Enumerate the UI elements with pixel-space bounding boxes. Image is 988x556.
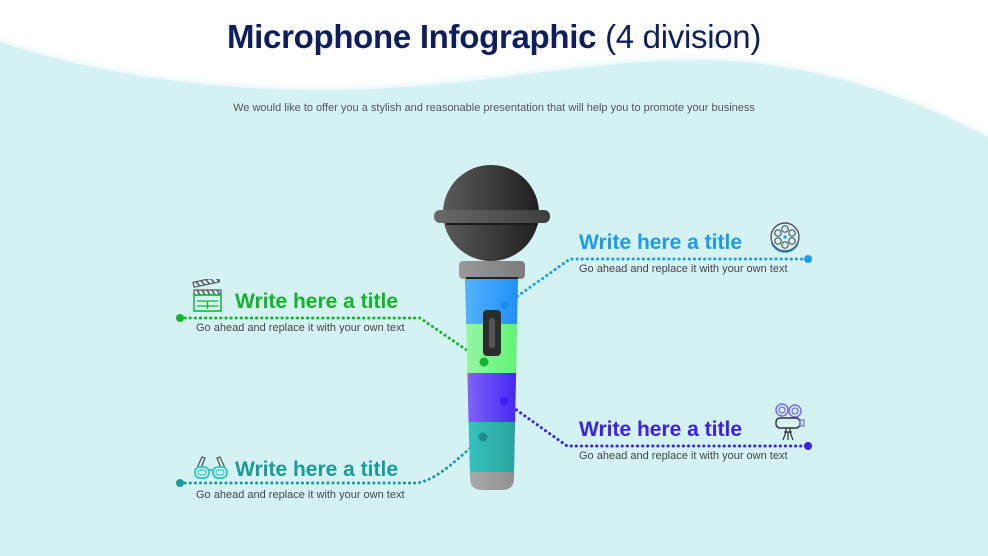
band-purple	[465, 373, 518, 423]
microphone-collar	[459, 261, 525, 279]
division-green-description: Go ahead and replace it with your own te…	[196, 321, 405, 335]
division-blue: Write here a title Go ahead and replace …	[579, 231, 788, 276]
dot-green-inner	[479, 357, 489, 367]
division-description: Go ahead and replace it with your own te…	[579, 450, 788, 462]
microphone-head	[434, 165, 550, 261]
title-light: (4 division)	[605, 18, 762, 55]
dot-teal-inner	[478, 432, 488, 442]
microphone-cap	[465, 472, 518, 490]
division-green: Write here a title	[235, 290, 398, 314]
division-description: Go ahead and replace it with your own te…	[196, 322, 405, 334]
dot-teal-outer	[176, 479, 184, 487]
division-purple: Write here a title Go ahead and replace …	[579, 418, 788, 463]
division-title: Write here a title	[579, 231, 742, 254]
movie-camera-icon	[775, 403, 805, 441]
division-description: Go ahead and replace it with your own te…	[196, 489, 405, 501]
dot-blue-outer	[804, 255, 812, 263]
page-title: Microphone Infographic (4 division)	[0, 18, 988, 56]
film-reel-icon	[770, 222, 800, 253]
dot-green-outer	[176, 314, 184, 322]
page-subtitle: We would like to offer you a stylish and…	[233, 102, 755, 114]
division-title: Write here a title	[235, 458, 398, 481]
band-teal	[465, 422, 518, 473]
division-description: Go ahead and replace it with your own te…	[579, 263, 788, 275]
division-teal: Write here a title	[235, 458, 398, 482]
division-title: Write here a title	[235, 290, 398, 313]
connector-green	[178, 316, 486, 364]
division-teal-description: Go ahead and replace it with your own te…	[196, 488, 405, 502]
dot-blue-inner	[501, 301, 509, 309]
clapperboard-icon	[192, 279, 222, 312]
dot-purple-outer	[804, 442, 812, 450]
connector-blue	[503, 257, 810, 307]
dot-purple-inner	[500, 397, 508, 405]
3d-glasses-icon	[194, 456, 228, 479]
connector-purple	[502, 399, 810, 448]
microphone-switch	[483, 310, 501, 356]
division-title: Write here a title	[579, 418, 742, 441]
title-bold: Microphone Infographic	[226, 18, 597, 55]
